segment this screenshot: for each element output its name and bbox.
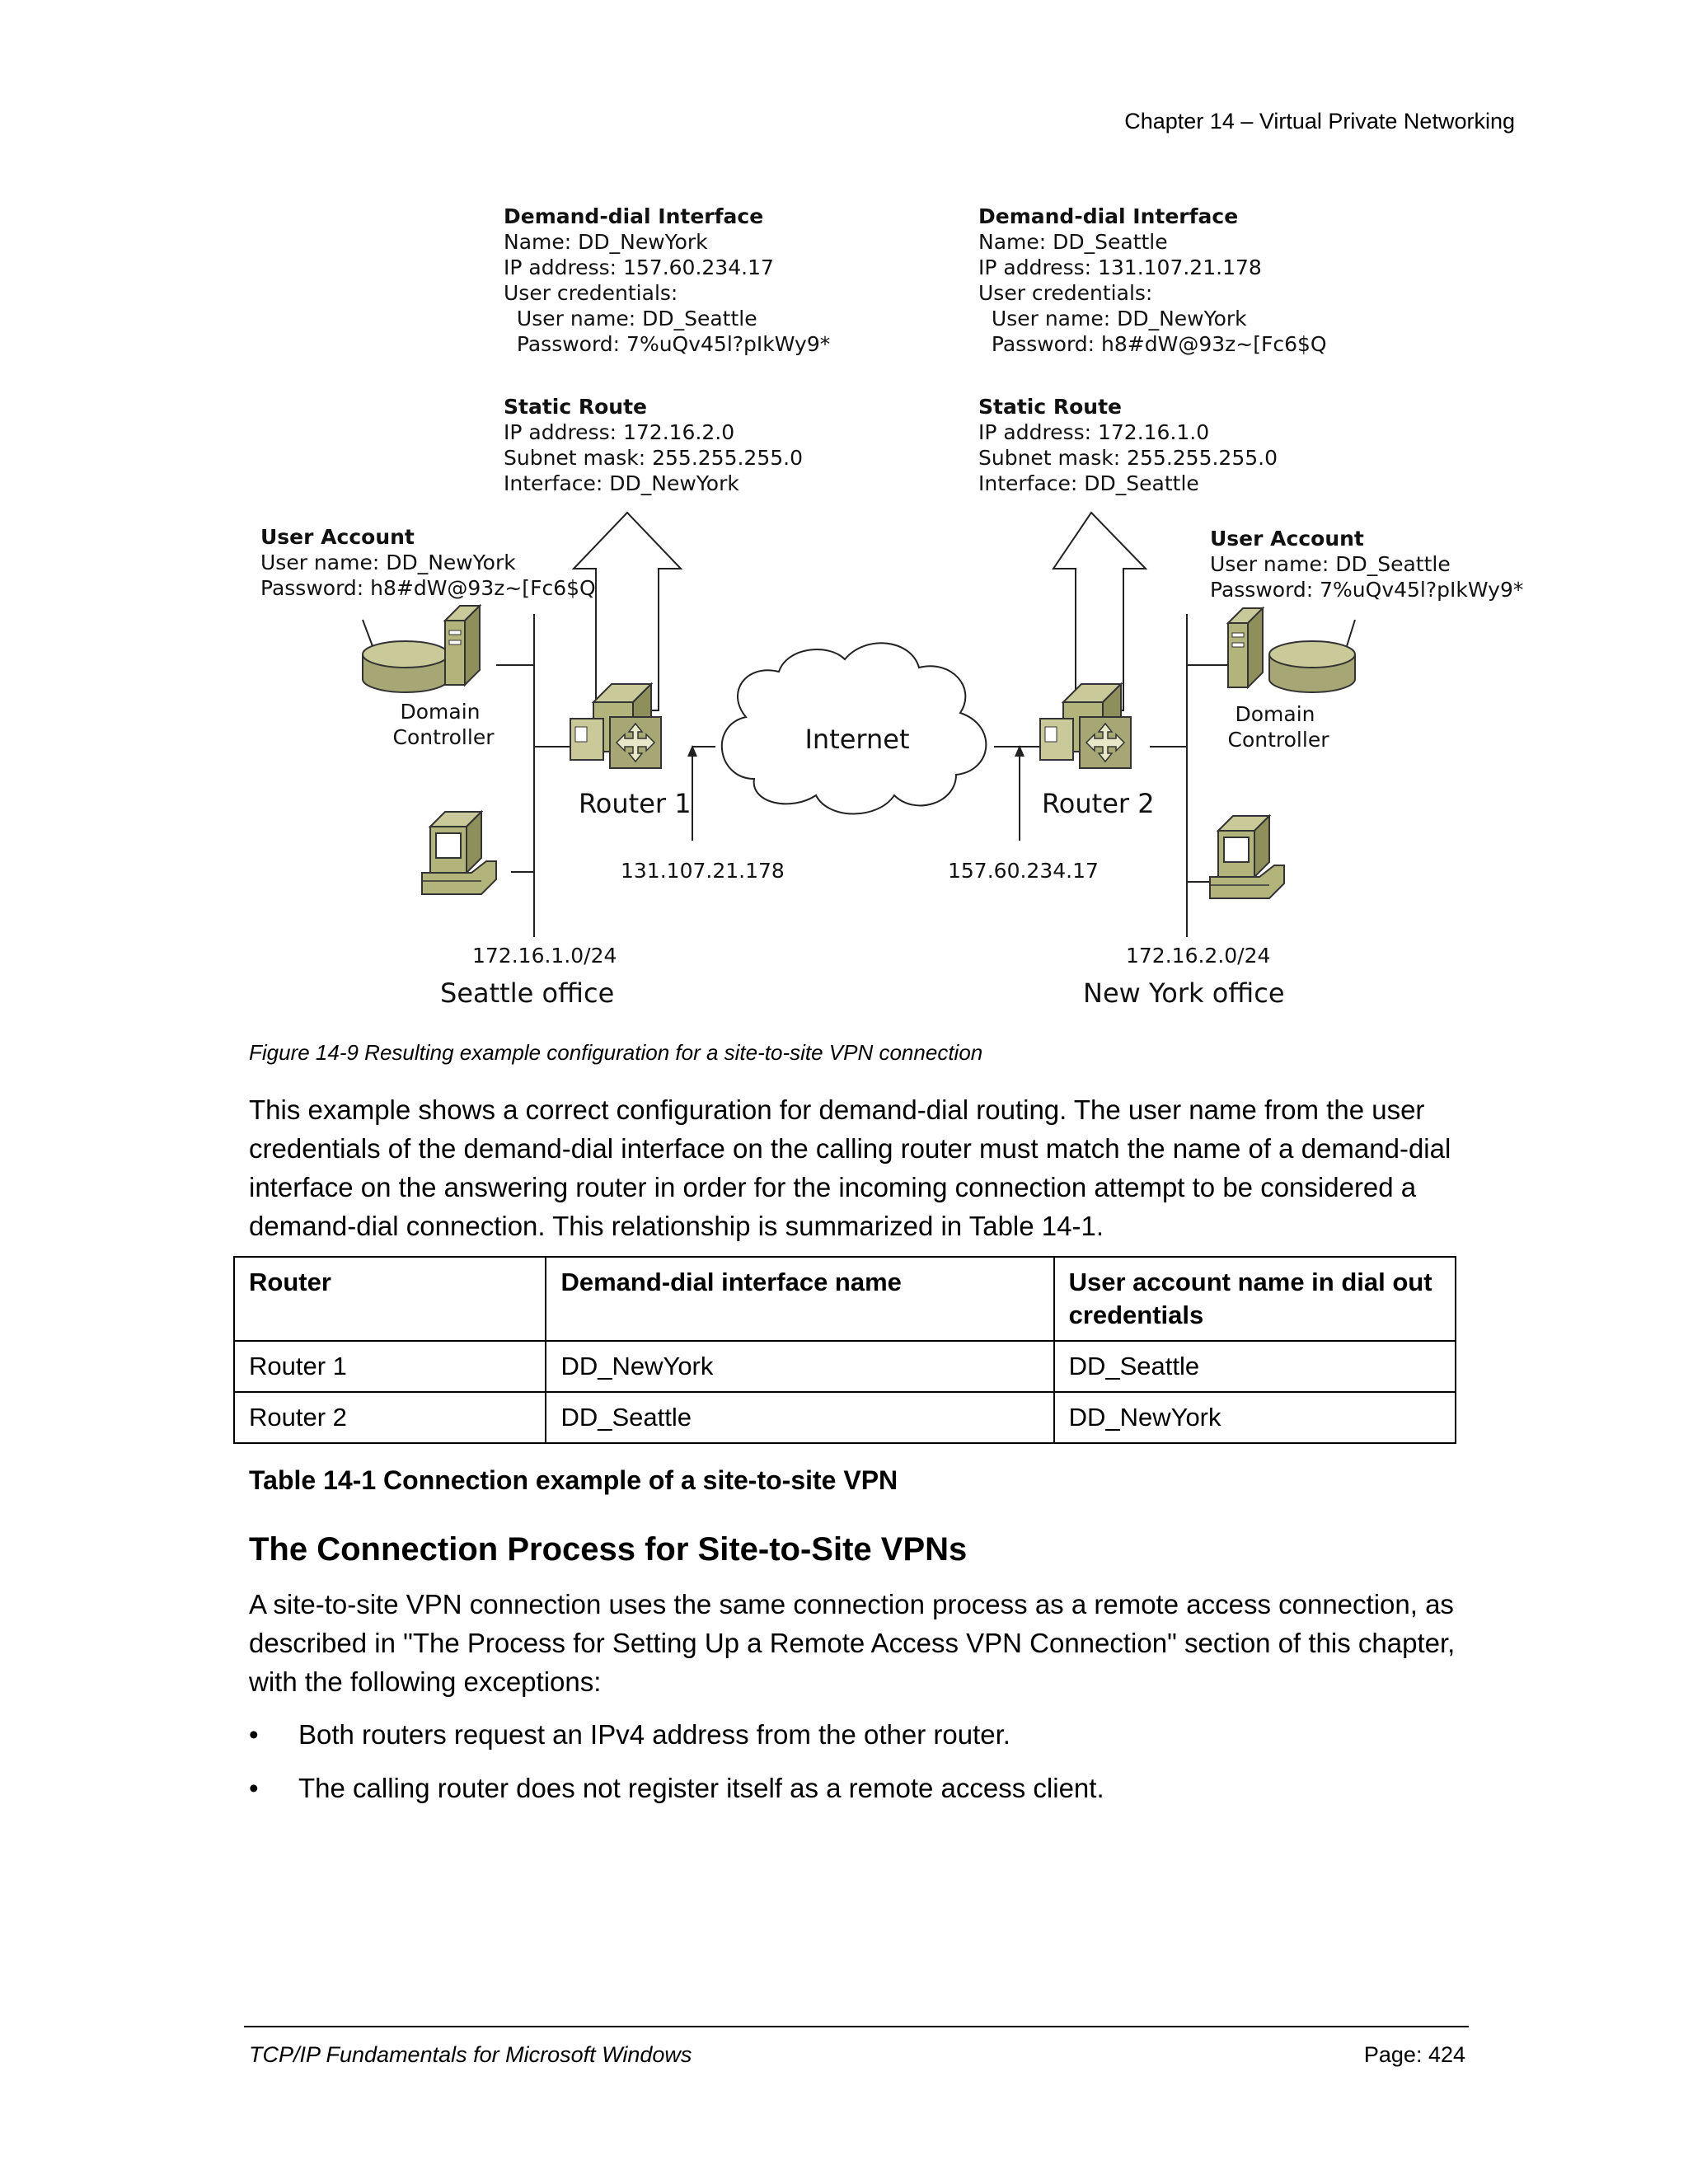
right-user-account-block: User Account User name: DD_Seattle Passw…	[1210, 527, 1523, 602]
left-route-title: Static Route	[504, 395, 647, 419]
right-account-line: Password: 7%uQv45l?pIkWy9*	[1210, 578, 1523, 602]
left-dd-line: Password: 7%uQv45l?pIkWy9*	[504, 332, 830, 356]
right-dd-line: Name: DD_Seattle	[978, 230, 1168, 254]
right-workstation-icon	[1209, 815, 1285, 899]
left-workstation-icon	[421, 811, 497, 895]
left-static-route-block: Static Route IP address: 172.16.2.0 Subn…	[504, 395, 809, 495]
right-server-icon	[1227, 607, 1264, 688]
router1-ip-label: 131.107.21.178	[621, 859, 785, 883]
table-header-row: Router Demand-dial interface name User a…	[232, 1256, 1457, 1342]
router2-icon	[1039, 683, 1132, 769]
bullet-text: The calling router does not register its…	[298, 1773, 1104, 1803]
right-dd-line: User name: DD_NewYork	[978, 307, 1247, 330]
right-static-route-block: Static Route IP address: 172.16.1.0 Subn…	[978, 395, 1284, 495]
paragraph-demand-dial: This example shows a correct configurati…	[249, 1094, 1451, 1241]
right-route-line: Subnet mask: 255.255.255.0	[978, 446, 1278, 470]
right-dd-title: Demand-dial Interface	[978, 204, 1238, 228]
router1-icon	[570, 683, 662, 769]
table-row: Router 2 DD_Seattle DD_NewYork	[232, 1391, 1457, 1444]
left-route-line: Subnet mask: 255.255.255.0	[504, 446, 803, 470]
left-demand-dial-block: Demand-dial Interface Name: DD_NewYork I…	[504, 204, 830, 356]
right-account-title: User Account	[1210, 527, 1364, 551]
right-dd-line: Password: h8#dW@93z~[Fc6$Q	[978, 332, 1327, 356]
table-header-cell: Router	[232, 1256, 547, 1342]
right-demand-dial-block: Demand-dial Interface Name: DD_Seattle I…	[978, 204, 1327, 356]
left-server-icon	[444, 605, 481, 686]
router2-ip-arrowhead	[1015, 745, 1025, 757]
paragraph-connection-process: A site-to-site VPN connection uses the s…	[249, 1589, 1456, 1697]
right-route-line: IP address: 172.16.1.0	[978, 420, 1209, 444]
router1-label: Router 1	[579, 788, 692, 819]
right-dd-line: IP address: 131.107.21.178	[978, 255, 1262, 279]
right-route-line: Interface: DD_Seattle	[978, 471, 1199, 495]
left-up-arrow	[571, 511, 683, 711]
left-disk-icon	[362, 640, 449, 693]
left-route-line: Interface: DD_NewYork	[504, 471, 739, 495]
right-subnet-label: 172.16.2.0/24	[1126, 944, 1270, 968]
table-cell: DD_NewYork	[1053, 1391, 1457, 1444]
bullet-text: Both routers request an IPv4 address fro…	[298, 1719, 1010, 1750]
footer-rule	[244, 2026, 1469, 2027]
left-account-line: User name: DD_NewYork	[260, 551, 516, 574]
left-dd-title: Demand-dial Interface	[504, 204, 763, 228]
left-subnet-label: 172.16.1.0/24	[472, 944, 617, 968]
bullet-icon: •	[249, 1773, 259, 1803]
bullet-icon: •	[249, 1719, 259, 1750]
left-route-line: IP address: 172.16.2.0	[504, 420, 734, 444]
table-caption: Table 14-1 Connection example of a site-…	[249, 1465, 898, 1495]
right-dd-line: User credentials:	[978, 281, 1152, 305]
section-heading: The Connection Process for Site-to-Site …	[249, 1531, 968, 1568]
right-office-label: New York office	[1083, 977, 1285, 1009]
router2-label: Router 2	[1042, 788, 1155, 819]
internet-label: Internet	[804, 724, 909, 755]
right-dc-label: Domain Controller	[1228, 702, 1330, 752]
footer-book-title: TCP/IP Fundamentals for Microsoft Window…	[249, 2042, 692, 2067]
left-dd-line: IP address: 157.60.234.17	[504, 255, 774, 279]
table-cell: DD_Seattle	[545, 1391, 1055, 1444]
table-cell: Router 1	[232, 1340, 547, 1393]
table-header-cell: Demand-dial interface name	[545, 1256, 1055, 1342]
right-up-arrow	[1052, 511, 1148, 711]
table-cell: Router 2	[232, 1391, 547, 1444]
left-disk-pointer	[362, 619, 373, 647]
footer-page-number: Page: 424	[1363, 2042, 1465, 2067]
table-cell: DD_Seattle	[1053, 1340, 1457, 1393]
figure-caption: Figure 14-9 Resulting example configurat…	[249, 1040, 983, 1065]
right-route-title: Static Route	[978, 395, 1122, 419]
left-account-line: Password: h8#dW@93z~[Fc6$Q	[260, 576, 596, 600]
left-dc-label: Domain Controller	[393, 700, 495, 749]
router1-ip-arrowhead	[687, 745, 697, 757]
left-dd-line: User name: DD_Seattle	[504, 307, 757, 330]
left-account-title: User Account	[260, 525, 415, 549]
internet-cloud	[720, 642, 987, 815]
left-user-account-block: User Account User name: DD_NewYork Passw…	[260, 525, 596, 600]
right-disk-icon	[1268, 640, 1356, 693]
table-cell: DD_NewYork	[545, 1340, 1055, 1393]
table-row: Router 1 DD_NewYork DD_Seattle	[232, 1340, 1457, 1393]
running-head: Chapter 14 – Virtual Private Networking	[1124, 109, 1515, 134]
left-dd-line: User credentials:	[504, 281, 678, 305]
table-header-cell: User account name in dial out credential…	[1053, 1256, 1457, 1342]
right-account-line: User name: DD_Seattle	[1210, 552, 1451, 576]
right-disk-pointer	[1346, 619, 1356, 647]
router2-ip-label: 157.60.234.17	[948, 859, 1099, 883]
connection-table: Router Demand-dial interface name User a…	[232, 1256, 1457, 1444]
left-dd-line: Name: DD_NewYork	[504, 230, 708, 254]
left-office-label: Seattle office	[440, 977, 614, 1009]
vpn-diagram: Demand-dial Interface Name: DD_NewYork I…	[260, 204, 1523, 1009]
